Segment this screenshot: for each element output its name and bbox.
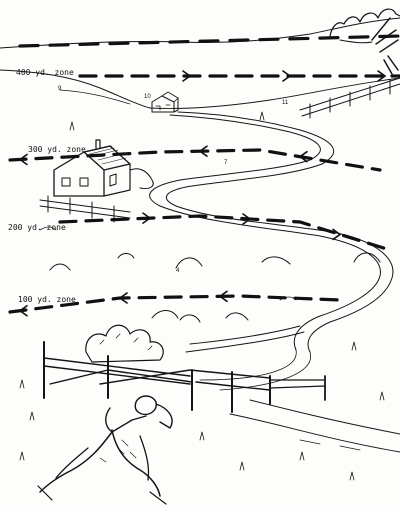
horizon-dash-line (18, 34, 400, 48)
zone-arrow-icon (332, 228, 342, 241)
zone-label-300: 300 yd. zone (28, 145, 86, 154)
zone-dash-line-1 (8, 148, 382, 172)
marker-4: 4 (176, 268, 180, 274)
creek (185, 325, 400, 453)
zone-lines (8, 34, 400, 317)
zone-arrow-icon (142, 212, 152, 224)
prone-observer (37, 395, 173, 505)
zone-arrow-icon (377, 70, 387, 82)
zone-arrow-icon (18, 304, 28, 317)
farm-fence (39, 195, 131, 223)
zone-label-100: 100 yd. zone (18, 295, 76, 304)
zone-arrow-icon (218, 290, 228, 303)
zone-arrow-icon (182, 70, 192, 82)
farmhouse (53, 139, 154, 197)
distant-house (151, 91, 179, 113)
zone-arrow-icon (198, 145, 208, 157)
zone-label-400: 400 yd. zone (16, 68, 74, 77)
marker-9: 9 (58, 86, 62, 92)
grass-tufts (19, 111, 385, 481)
tree-cluster-top-right (329, 8, 400, 75)
foreground-bush-cluster (85, 324, 164, 363)
distant-fence-line (299, 77, 400, 119)
zone-label-200: 200 yd. zone (8, 223, 66, 232)
zone-dash-line-3 (8, 294, 342, 314)
zone-arrow-icon (118, 292, 128, 304)
zone-arrow-icon (242, 213, 252, 225)
zone-dash-line-2 (58, 214, 392, 252)
zone-arrow-icon (18, 153, 28, 166)
marker-7: 7 (224, 160, 228, 166)
midground-bushes (39, 226, 381, 323)
distant-hills (0, 17, 400, 109)
marker-10: 10 (144, 94, 151, 100)
zone-arrow-icon (282, 70, 292, 82)
foreground-fence (43, 341, 326, 413)
winding-road (149, 111, 394, 391)
marker-11: 11 (282, 100, 289, 106)
zone-arrow-icon (298, 150, 308, 163)
